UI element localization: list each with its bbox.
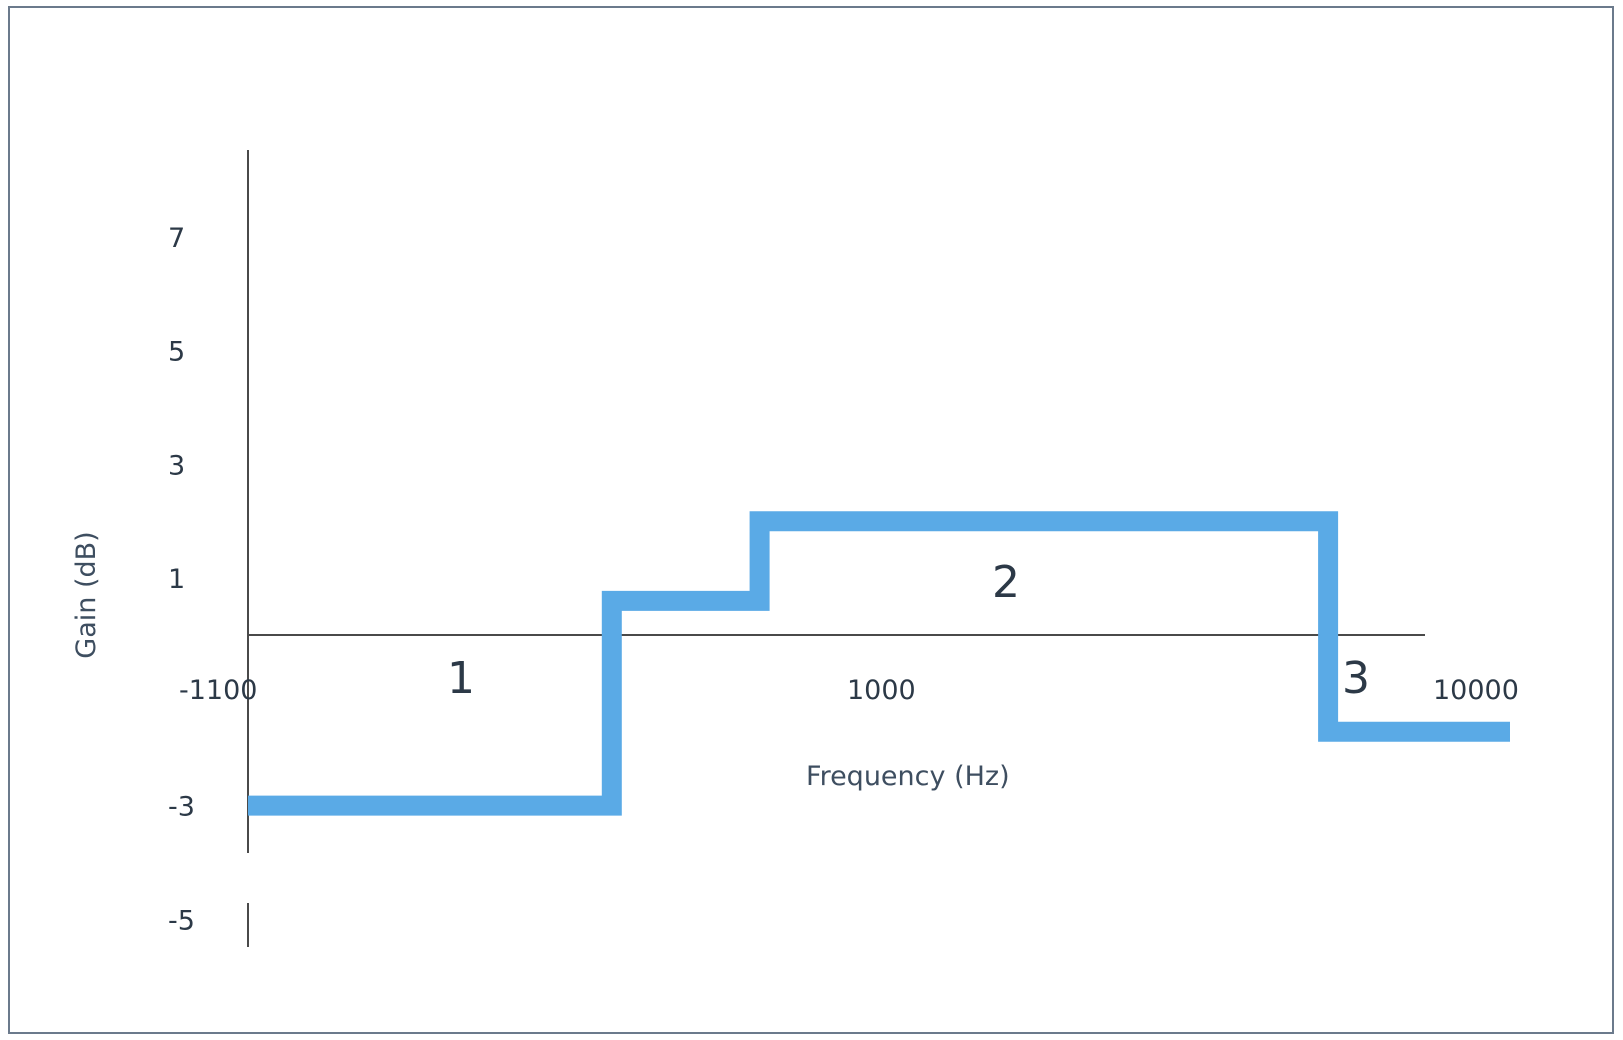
y-tick-label: 1 — [168, 564, 185, 595]
y-tick-label: -3 — [168, 792, 195, 823]
region-label-3: 3 — [1342, 653, 1370, 704]
x-axis-title: Frequency (Hz) — [806, 761, 1010, 792]
x-tick-label: 10000 — [1433, 675, 1519, 706]
y-axis-title: Gain (dB) — [71, 531, 102, 658]
x-tick-label: 1000 — [847, 675, 916, 706]
y-tick-label: 3 — [168, 450, 185, 481]
region-label-2: 2 — [992, 557, 1020, 608]
y-tick-label: 5 — [168, 337, 185, 368]
y-tick-labels: 7 5 3 1 -3 -5 — [168, 223, 195, 936]
region-label-1: 1 — [447, 653, 475, 704]
x-tick-label: -1100 — [179, 675, 257, 706]
series-line — [248, 511, 1510, 816]
series-layer — [248, 511, 1510, 816]
y-tick-label: -5 — [168, 905, 195, 936]
y-tick-label: 7 — [168, 223, 185, 254]
